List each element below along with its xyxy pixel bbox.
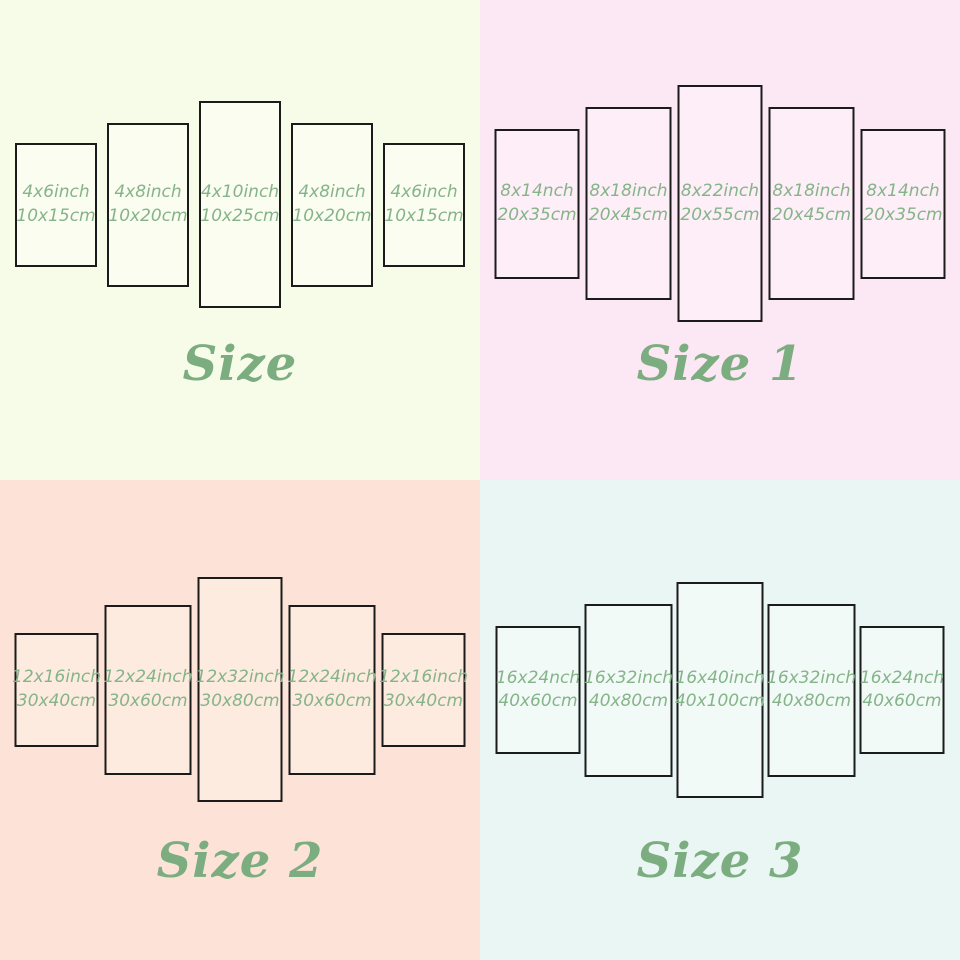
panel-outer-right: 8x14nch 20x35cm xyxy=(860,128,946,279)
panel-mid-left: 4x8inch 10x20cm xyxy=(107,122,189,287)
size-cm: 40x60cm xyxy=(862,691,942,711)
size-cm: 40x100cm xyxy=(674,691,766,711)
size-inches: 8x14nch xyxy=(866,181,940,202)
size-cm: 20x45cm xyxy=(771,204,852,225)
size-inches: 4x6inch xyxy=(390,182,458,203)
size-cm: 10x15cm xyxy=(384,205,464,226)
panel-center: 8x22inch 20x55cm xyxy=(677,85,763,322)
panel-size-label: 16x32inch 40x80cm xyxy=(584,667,673,714)
panel-mid-right: 16x32inch 40x80cm xyxy=(767,603,856,777)
quadrant-size-2: 12x16inch 30x40cm 12x24inch 30x60cm 12x3… xyxy=(0,480,480,960)
panel-mid-left: 16x32inch 40x80cm xyxy=(584,603,673,777)
size-cm: 10x15cm xyxy=(16,205,96,226)
panel-outer-left: 12x16inch 30x40cm xyxy=(12,632,101,747)
size-inches: 12x16inch xyxy=(12,667,101,688)
panel-group: 8x14nch 20x35cm 8x18inch 20x45cm 8x22inc… xyxy=(494,85,946,322)
panel-size-label: 4x10inch 10x25cm xyxy=(200,181,279,228)
size-inches: 12x24inch xyxy=(287,667,377,688)
quadrant-title: Size 1 xyxy=(636,336,804,392)
panel-size-label: 16x40inch 40x100cm xyxy=(675,667,765,714)
panel-size-label: 16x24nch 40x60cm xyxy=(860,667,944,714)
panel-outer-right: 12x16inch 30x40cm xyxy=(379,632,468,747)
size-inches: 16x32inch xyxy=(767,667,856,688)
panel-size-label: 16x32inch 40x80cm xyxy=(767,667,856,714)
quadrant-size-1: 8x14nch 20x35cm 8x18inch 20x45cm 8x22inc… xyxy=(480,0,960,480)
size-cm: 20x35cm xyxy=(497,204,577,225)
size-cm: 40x80cm xyxy=(771,691,852,711)
panel-size-label: 12x32inch 30x80cm xyxy=(196,666,285,713)
panel-size-label: 12x16inch 30x40cm xyxy=(12,666,101,713)
size-inches: 8x22inch xyxy=(680,181,760,202)
size-cm: 40x60cm xyxy=(498,691,578,711)
size-cm: 20x55cm xyxy=(680,204,760,225)
panel-group: 12x16inch 30x40cm 12x24inch 30x60cm 12x3… xyxy=(12,577,468,802)
size-inches: 8x18inch xyxy=(772,181,851,202)
size-inches: 16x24nch xyxy=(495,667,581,688)
panel-size-label: 4x6inch 10x15cm xyxy=(384,181,463,228)
panel-size-label: 8x18inch 20x45cm xyxy=(589,180,668,227)
size-inches: 4x10inch xyxy=(200,182,280,203)
size-inches: 12x32inch xyxy=(195,667,285,688)
size-inches: 16x32inch xyxy=(584,667,673,688)
size-cm: 10x25cm xyxy=(200,205,280,226)
size-inches: 12x16inch xyxy=(379,667,468,688)
panel-mid-left: 12x24inch 30x60cm xyxy=(104,604,193,775)
size-inches: 4x8inch xyxy=(114,182,182,203)
panel-size-label: 12x24inch 30x60cm xyxy=(104,666,193,713)
panel-size-label: 4x6inch 10x15cm xyxy=(16,181,95,228)
panel-outer-left: 4x6inch 10x15cm xyxy=(15,142,97,267)
size-cm: 20x35cm xyxy=(863,204,943,225)
size-cm: 30x60cm xyxy=(292,690,372,711)
panel-size-label: 8x22inch 20x55cm xyxy=(680,180,759,227)
panel-center: 16x40inch 40x100cm xyxy=(675,582,765,798)
panel-center: 4x10inch 10x25cm xyxy=(199,101,281,308)
panel-size-label: 12x24inch 30x60cm xyxy=(288,666,377,713)
size-cm: 30x40cm xyxy=(16,690,97,711)
panel-size-label: 8x18inch 20x45cm xyxy=(772,180,851,227)
size-cm: 20x45cm xyxy=(588,204,669,225)
panel-mid-right: 12x24inch 30x60cm xyxy=(288,604,377,775)
size-cm: 40x80cm xyxy=(588,691,669,711)
size-cm: 30x40cm xyxy=(383,690,464,711)
size-inches: 16x40inch xyxy=(675,667,765,688)
panel-mid-right: 8x18inch 20x45cm xyxy=(768,107,855,300)
panel-outer-left: 16x24nch 40x60cm xyxy=(495,626,581,754)
panel-size-label: 8x14nch 20x35cm xyxy=(497,180,576,227)
panel-mid-right: 4x8inch 10x20cm xyxy=(291,122,373,287)
size-inches: 4x8inch xyxy=(298,182,366,203)
size-cm: 10x20cm xyxy=(108,205,188,226)
panel-outer-right: 4x6inch 10x15cm xyxy=(383,142,465,267)
quadrant-title: Size xyxy=(182,336,298,392)
panel-outer-right: 16x24nch 40x60cm xyxy=(859,626,945,754)
size-inches: 16x24nch xyxy=(859,667,945,688)
panel-size-label: 16x24nch 40x60cm xyxy=(496,667,580,714)
quadrant-size: 4x6inch 10x15cm 4x8inch 10x20cm 4x10inch… xyxy=(0,0,480,480)
size-inches: 4x6inch xyxy=(22,182,90,203)
size-cm: 30x60cm xyxy=(108,690,188,711)
panel-outer-left: 8x14nch 20x35cm xyxy=(494,128,580,279)
panel-size-label: 4x8inch 10x20cm xyxy=(108,181,187,228)
size-cm: 10x20cm xyxy=(292,205,372,226)
quadrant-size-3: 16x24nch 40x60cm 16x32inch 40x80cm 16x40… xyxy=(480,480,960,960)
size-inches: 12x24inch xyxy=(103,667,193,688)
size-cm: 30x80cm xyxy=(200,690,280,711)
panel-center: 12x32inch 30x80cm xyxy=(196,577,285,802)
quadrant-title: Size 3 xyxy=(636,833,804,889)
panel-size-label: 12x16inch 30x40cm xyxy=(379,666,468,713)
panel-mid-left: 8x18inch 20x45cm xyxy=(585,107,672,300)
size-inches: 8x14nch xyxy=(500,181,574,202)
panel-group: 16x24nch 40x60cm 16x32inch 40x80cm 16x40… xyxy=(495,582,945,798)
panel-group: 4x6inch 10x15cm 4x8inch 10x20cm 4x10inch… xyxy=(15,101,465,308)
panel-size-label: 8x14nch 20x35cm xyxy=(863,180,942,227)
quadrant-title: Size 2 xyxy=(156,833,324,889)
size-inches: 8x18inch xyxy=(589,181,668,202)
panel-size-label: 4x8inch 10x20cm xyxy=(292,181,371,228)
